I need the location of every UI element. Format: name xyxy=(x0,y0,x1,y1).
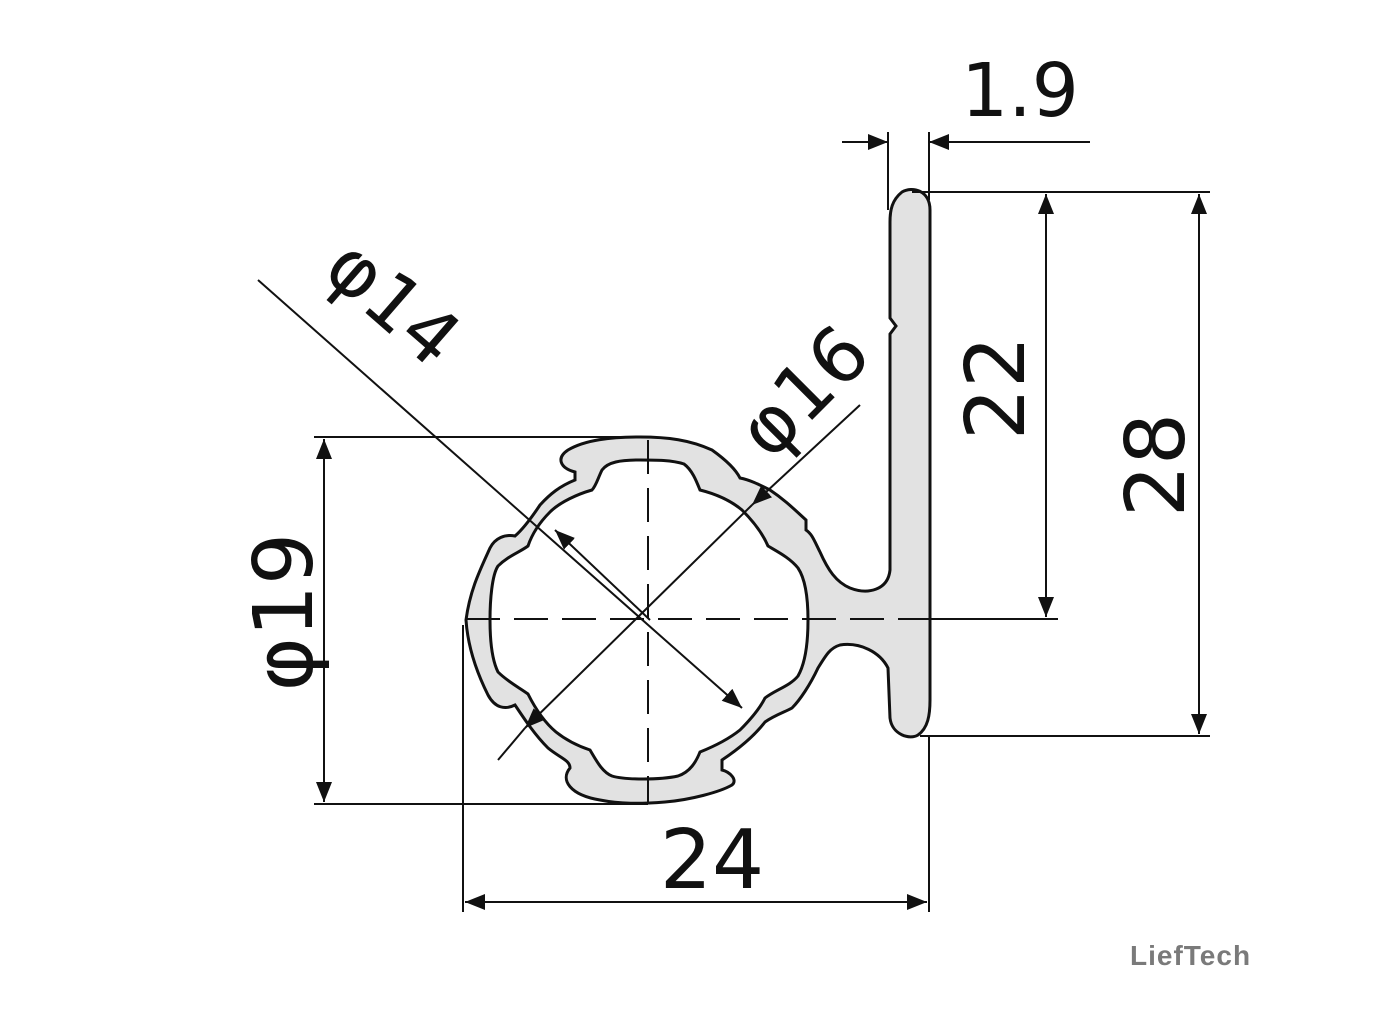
dim-inner-diameter: φ14 xyxy=(309,220,478,384)
dim-inner-height: 22 xyxy=(949,336,1044,440)
aluminum-profile xyxy=(464,187,932,805)
watermark-logo: LiefTech xyxy=(1130,940,1252,971)
dimension-lines xyxy=(316,134,1207,910)
extension-lines xyxy=(314,132,1210,912)
dim-total-width: 24 xyxy=(660,813,764,908)
dim-mid-diameter: φ16 xyxy=(720,308,887,475)
dim-total-height: 28 xyxy=(1109,413,1204,517)
dim-outer-diameter: φ19 xyxy=(237,533,332,691)
dim-rib-thickness: 1.9 xyxy=(961,48,1079,134)
diameter-leaders xyxy=(257,279,861,761)
center-lines xyxy=(466,440,930,802)
